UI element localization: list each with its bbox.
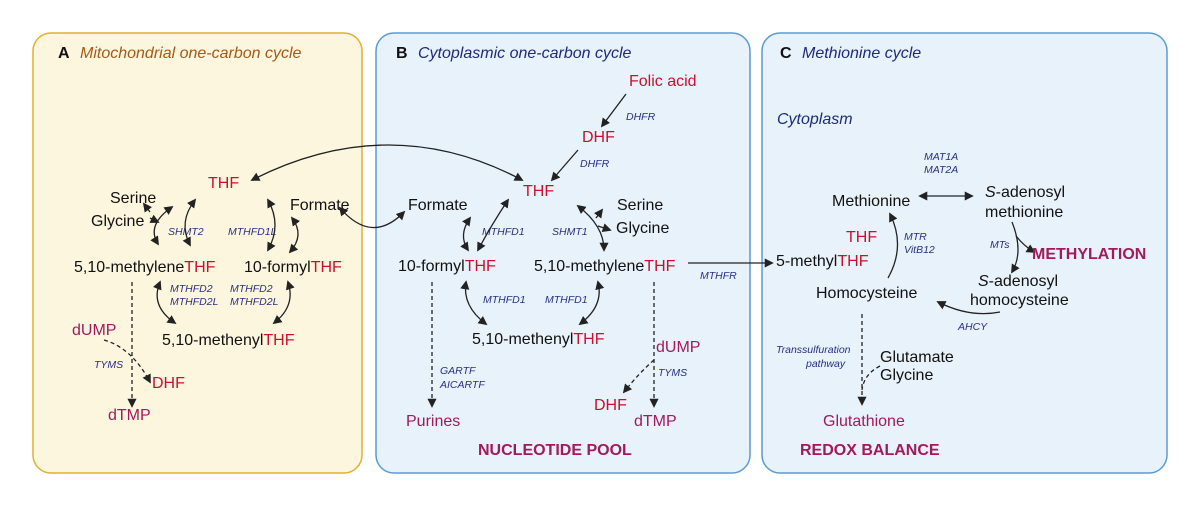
c-sah-line2: homocysteine	[970, 292, 1069, 309]
b-enz-tyms: TYMS	[658, 367, 687, 379]
b-dhf-bottom: DHF	[594, 397, 627, 414]
b-arrow-to-serine	[593, 208, 604, 219]
panel-c-letter: C	[780, 45, 792, 62]
a-formyl-thf: 10-formylTHF	[244, 259, 342, 276]
c-arrow-sah-homocysteine	[936, 301, 1001, 315]
c-enz-transsulf-2: pathway	[805, 358, 846, 370]
b-arrow-dhf-thf	[550, 149, 579, 182]
a-enz-tyms: TYMS	[94, 359, 123, 371]
c-enz-mat1a: MAT1A	[924, 151, 958, 163]
a-enz-mthfd2l-left: MTHFD2L	[170, 296, 219, 308]
a-arrow-formate-formyl	[288, 216, 301, 254]
a-enz-mthfd2-left: MTHFD2	[170, 283, 213, 295]
a-enz-mthfd1l: MTHFD1L	[228, 226, 277, 238]
panel-b-letter: B	[396, 45, 408, 62]
panel-a-letter: A	[58, 45, 70, 62]
b-thf: THF	[523, 183, 554, 200]
c-cytoplasm-label: Cytoplasm	[777, 111, 853, 128]
panel-b-title: Cytoplasmic one-carbon cycle	[418, 45, 632, 62]
c-sam-line2: methionine	[985, 204, 1063, 221]
b-arrow-thf-methylene	[576, 204, 609, 252]
b-arrow-thf-formyl	[477, 198, 510, 252]
c-enz-transsulf-1: Transsulfuration	[776, 344, 851, 356]
b-purines: Purines	[406, 413, 460, 430]
b-arrow-to-glycine	[597, 223, 612, 233]
a-dhf: DHF	[152, 375, 185, 392]
b-methylene-thf: 5,10-methyleneTHF	[534, 258, 676, 275]
b-formyl-thf: 10-formylTHF	[398, 258, 496, 275]
c-enz-vitb12: VitB12	[904, 244, 935, 256]
panel-a-box	[32, 32, 363, 474]
a-methylene-thf: 5,10-methyleneTHF	[74, 259, 216, 276]
panel-a-title: Mitochondrial one-carbon cycle	[80, 45, 302, 62]
c-glutamate: Glutamate	[880, 349, 954, 366]
c-arrow-sam-sah	[1011, 221, 1020, 274]
c-homocysteine: Homocysteine	[816, 285, 917, 302]
panel-b-box	[375, 32, 751, 474]
a-arrow-serine-methylene	[150, 205, 174, 246]
a-glycine: Glycine	[91, 213, 144, 230]
c-glycine: Glycine	[880, 367, 933, 384]
b-methenyl-thf: 5,10-methenylTHF	[472, 331, 605, 348]
b-dump: dUMP	[656, 339, 700, 356]
b-folic-acid: Folic acid	[629, 73, 697, 90]
b-arrow-formate-formyl	[460, 216, 472, 252]
c-thf: THF	[846, 229, 877, 246]
b-enz-mthfd1-c: MTHFD1	[545, 294, 588, 306]
b-dash-dump-dhf	[622, 359, 655, 394]
a-arrow-thf-formyl	[267, 198, 276, 252]
a-dump: dUMP	[72, 322, 116, 339]
c-arrow-methyl-to-methionine	[887, 212, 899, 279]
a-methenyl-thf: 5,10-methenylTHF	[162, 332, 295, 349]
c-methionine: Methionine	[832, 193, 910, 210]
a-enz-mthfd2l-right: MTHFD2L	[230, 296, 279, 308]
c-enz-mtr: MTR	[904, 231, 927, 243]
c-enz-mts: MTs	[990, 239, 1010, 251]
a-dtmp: dTMP	[108, 407, 151, 424]
arrow-formate-a-to-formate-b	[338, 206, 406, 229]
a-arrow-thf-shmt2	[182, 198, 197, 247]
b-glycine: Glycine	[616, 220, 669, 237]
a-formate: Formate	[290, 197, 350, 214]
a-enz-mthfd2-right: MTHFD2	[230, 283, 273, 295]
b-arrow-formyl-methenyl	[460, 280, 488, 326]
arrow-thf-a-to-thf-b	[250, 144, 524, 181]
b-enz-mthfd1-b: MTHFD1	[483, 294, 526, 306]
c-methyl-thf: 5-methylTHF	[776, 253, 869, 270]
c-glutathione: Glutathione	[823, 413, 905, 430]
c-sah: S-adenosyl	[978, 273, 1058, 290]
a-thf: THF	[208, 175, 239, 192]
panel-c-title: Methionine cycle	[802, 45, 921, 62]
b-enz-dhfr-1: DHFR	[626, 111, 656, 123]
a-dash-dump-dhf	[103, 339, 151, 384]
b-arrow-methylene-methenyl	[578, 280, 605, 326]
c-sam: S-adenosyl	[985, 184, 1065, 201]
c-enz-mat2a: MAT2A	[924, 164, 958, 176]
b-enz-gartf: GARTF	[440, 365, 476, 377]
b-dtmp: dTMP	[634, 413, 677, 430]
a-serine: Serine	[110, 190, 156, 207]
b-dhf-top: DHF	[582, 129, 615, 146]
c-redox-balance: REDOX BALANCE	[800, 442, 940, 459]
b-enz-mthfr: MTHFR	[700, 270, 737, 282]
b-enz-aicartf: AICARTF	[439, 379, 485, 391]
c-dash-glutamate-glutathione	[861, 365, 881, 391]
b-serine: Serine	[617, 197, 663, 214]
a-arrow-formyl-methenyl	[272, 280, 295, 325]
a-arrow-to-serine	[142, 202, 153, 213]
a-arrow-to-glycine	[149, 214, 160, 223]
c-arrow-to-methylation	[1015, 235, 1036, 253]
panel-c-box	[761, 32, 1168, 474]
a-arrow-methylene-methenyl	[153, 280, 177, 325]
b-enz-shmt1: SHMT1	[552, 226, 588, 238]
c-enz-ahcy: AHCY	[957, 321, 988, 333]
c-methylation: METHYLATION	[1032, 246, 1146, 263]
b-nucleotide-pool: NUCLEOTIDE POOL	[478, 442, 632, 459]
b-formate: Formate	[408, 197, 468, 214]
b-arrow-folic-dhf	[600, 93, 627, 128]
b-enz-dhfr-2: DHFR	[580, 158, 610, 170]
